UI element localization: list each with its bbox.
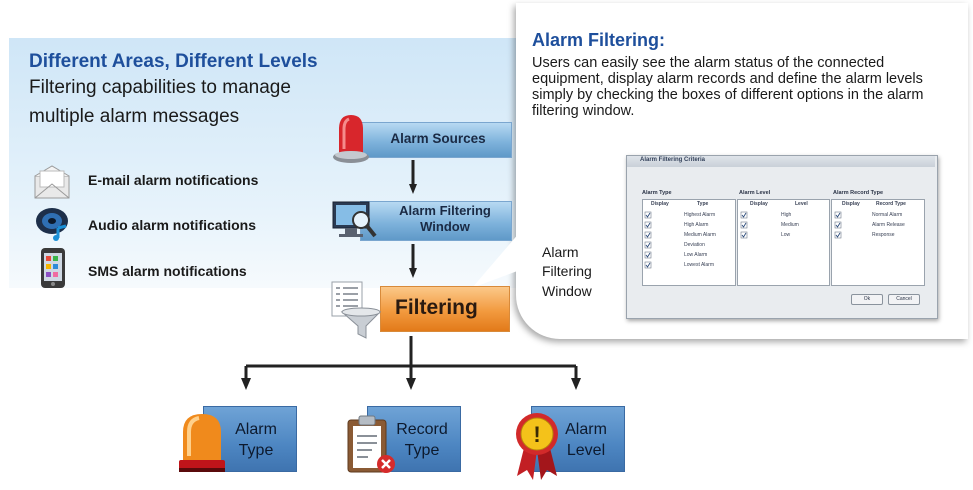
filtering-window-label-line2: Window [420, 219, 470, 234]
sms-notification-label: SMS alarm notifications [88, 263, 247, 279]
alarm-level-list [737, 199, 830, 286]
alarm-level-item: High [781, 212, 792, 218]
email-notification-label: E-mail alarm notifications [88, 172, 259, 188]
alarm-level-item: Low [781, 232, 791, 238]
record-type-col-display: Display [842, 201, 860, 207]
record-type-list [831, 199, 925, 286]
alarm-type-list [642, 199, 736, 286]
alarm-type-item: Low Alarm [684, 252, 708, 258]
panel-subtitle-line1: Filtering capabilities to manage [29, 77, 291, 98]
alarm-type-checkboxes [644, 211, 652, 269]
filtering-window-label-line1: Alarm Filtering [399, 203, 491, 218]
award-ribbon-icon: ! [516, 413, 558, 480]
dialog-section-alarm-level: Alarm Level [739, 190, 771, 196]
left-info-panel [9, 38, 521, 288]
alarm-type-label-line1: Alarm [235, 421, 277, 438]
dialog-cancel-button[interactable]: Cancel [888, 294, 920, 305]
panel-subtitle-line2: multiple alarm messages [29, 106, 240, 127]
record-type-item: Normal Alarm [872, 212, 903, 218]
document-funnel-icon [331, 281, 382, 339]
arrow-down-1 [409, 160, 417, 194]
alarm-sources-label: Alarm Sources [390, 131, 486, 146]
dialog-title-bar [627, 156, 935, 167]
filtering-box [380, 286, 510, 332]
dialog-section-record-type: Alarm Record Type [833, 190, 884, 196]
dialog-ok-button[interactable]: Ok [851, 294, 883, 305]
alarm-level-col-display: Display [750, 201, 768, 207]
alarm-beacon-icon [333, 115, 369, 163]
callout-pointer [472, 232, 520, 288]
record-type-item: Response [872, 232, 895, 238]
branch-connector [241, 336, 581, 390]
dialog-title: Alarm Filtering Criteria [640, 157, 706, 163]
speaker-icon [36, 208, 68, 241]
alarm-type-item: Medium Alarm [684, 232, 716, 238]
alarm-type-item: Lowest Alarm [684, 262, 715, 268]
callout-title: Alarm Filtering: [532, 30, 666, 50]
window-caption-line1: Alarm [542, 244, 579, 260]
alarm-type-label-line2: Type [238, 442, 274, 459]
alarm-level-label-line1: Alarm [565, 421, 607, 438]
arrow-down-2 [409, 244, 417, 278]
alarm-level-item: Medium [781, 222, 799, 228]
phone-icon [41, 248, 65, 288]
record-type-label-line2: Type [404, 442, 440, 459]
audio-notification-label: Audio alarm notifications [88, 217, 257, 233]
alarm-type-item: High Alarm [684, 222, 709, 228]
filtering-label: Filtering [395, 296, 478, 319]
dialog-section-alarm-type: Alarm Type [642, 190, 672, 196]
alarm-type-item: Deviation [684, 242, 705, 248]
alarm-level-checkboxes [740, 211, 748, 239]
clipboard-icon [347, 415, 395, 473]
monitor-magnifier-icon [332, 201, 377, 238]
panel-title: Different Areas, Different Levels [29, 51, 318, 72]
svg-text:!: ! [533, 422, 540, 447]
callout-description: Users can easily see the alarm status of… [532, 55, 924, 119]
alarm-type-col-type: Type [697, 201, 709, 207]
record-type-label-line1: Record [396, 421, 448, 438]
window-caption-line2: Filtering [542, 263, 592, 279]
record-type-checkboxes [834, 211, 842, 239]
alarm-type-col-display: Display [651, 201, 669, 207]
alarm-level-label-line2: Level [566, 442, 606, 459]
record-type-item: Alarm Release [872, 222, 905, 228]
email-icon [34, 165, 70, 199]
siren-light-icon [179, 414, 225, 472]
record-type-col-record-type: Record Type [876, 201, 906, 207]
alarm-level-col-level: Level [795, 201, 808, 207]
window-caption-line3: Window [542, 283, 592, 299]
alarm-type-item: Highest Alarm [684, 212, 716, 218]
